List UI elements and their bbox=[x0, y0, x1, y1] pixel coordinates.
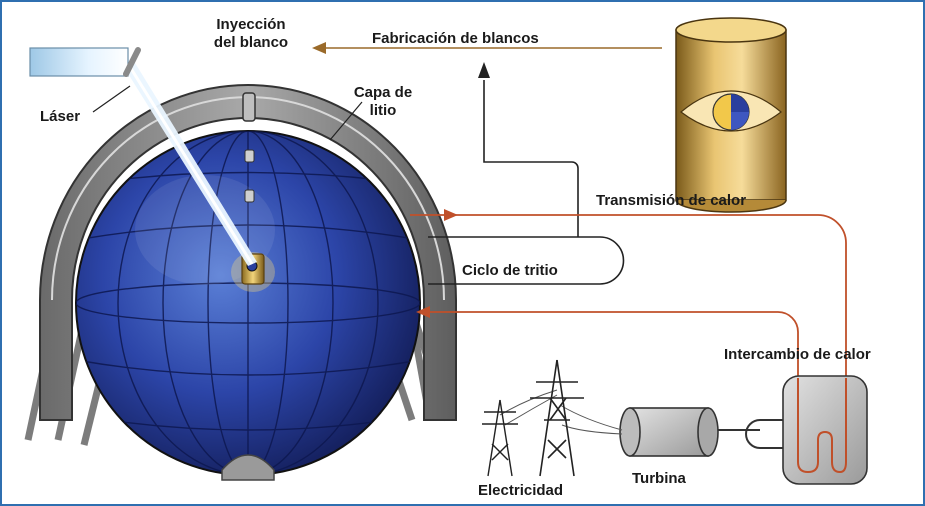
heat-transfer-lines bbox=[410, 209, 847, 435]
electricity-pylon-small bbox=[482, 399, 518, 477]
lithium-label-leader bbox=[329, 101, 363, 141]
laser-label: Láser bbox=[40, 108, 81, 125]
laser-beam bbox=[122, 58, 257, 266]
electricity-label: Electricidad bbox=[478, 482, 564, 499]
heat-exchanger bbox=[782, 375, 868, 485]
chamber-bottom-opening bbox=[221, 454, 275, 481]
heat-exchange-label: Intercambio de calor bbox=[724, 346, 871, 363]
laser-label-leader bbox=[92, 85, 131, 113]
lithium-layer-label-line1: Capa de bbox=[353, 84, 413, 101]
target-fabrication-label: Fabricación de blancos bbox=[372, 30, 539, 47]
electricity-pylon-large bbox=[530, 359, 584, 477]
reaction-chamber-sphere bbox=[75, 130, 421, 476]
target-injection-label-line2: del blanco bbox=[213, 34, 289, 51]
turbine bbox=[619, 407, 719, 457]
laser-emitter bbox=[29, 47, 141, 77]
target-injection-label-line1: Inyección bbox=[216, 16, 286, 33]
lithium-layer-label: Capa de litio bbox=[350, 84, 416, 120]
target-fabrication-cylinder bbox=[675, 17, 787, 213]
target-injection-label: Inyección del blanco bbox=[206, 16, 296, 52]
turbine-label: Turbina bbox=[632, 470, 686, 487]
target-injection-path bbox=[242, 92, 256, 203]
lithium-layer-label-line2: litio bbox=[369, 102, 397, 119]
fabrication-arrow bbox=[312, 42, 662, 54]
heat-transmission-label: Transmisión de calor bbox=[596, 192, 747, 209]
tritium-cycle-loop bbox=[428, 62, 625, 285]
turbine-shaft-link bbox=[716, 419, 783, 449]
tritium-cycle-label: Ciclo de tritio bbox=[462, 262, 558, 279]
